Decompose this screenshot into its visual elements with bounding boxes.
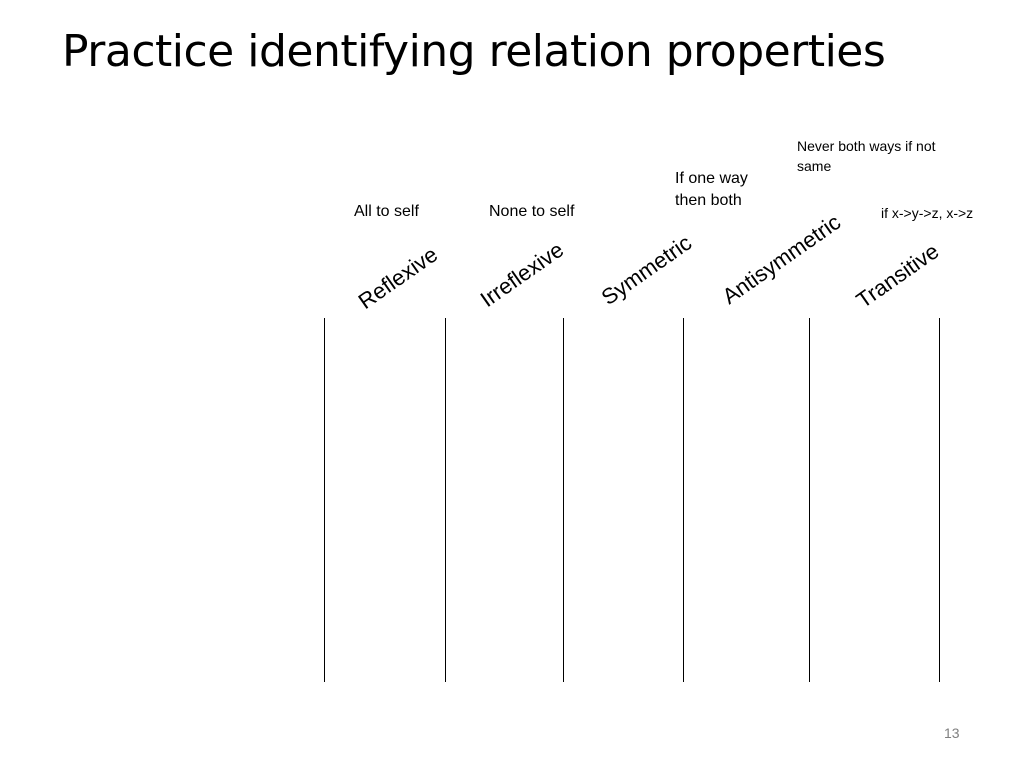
slide-title: Practice identifying relation properties [62,26,886,77]
column-divider [809,318,810,682]
column-label-symmetric: Symmetric [596,229,697,310]
column-divider [563,318,564,682]
column-divider [324,318,325,682]
hint-symmetric: If one way then both [675,170,748,209]
column-label-transitive: Transitive [851,238,944,313]
hint-antisymmetric: Never both ways if not same [797,138,936,174]
page-number: 13 [944,725,960,741]
column-label-antisymmetric: Antisymmetric [717,209,846,309]
column-label-reflexive: Reflexive [353,241,443,314]
hint-reflexive: All to self [354,203,419,220]
column-divider [445,318,446,682]
column-divider [683,318,684,682]
column-divider [939,318,940,682]
column-label-irreflexive: Irreflexive [475,236,569,312]
hint-transitive: if x->y->z, x->z [881,205,974,221]
hint-irreflexive: None to self [489,203,575,220]
